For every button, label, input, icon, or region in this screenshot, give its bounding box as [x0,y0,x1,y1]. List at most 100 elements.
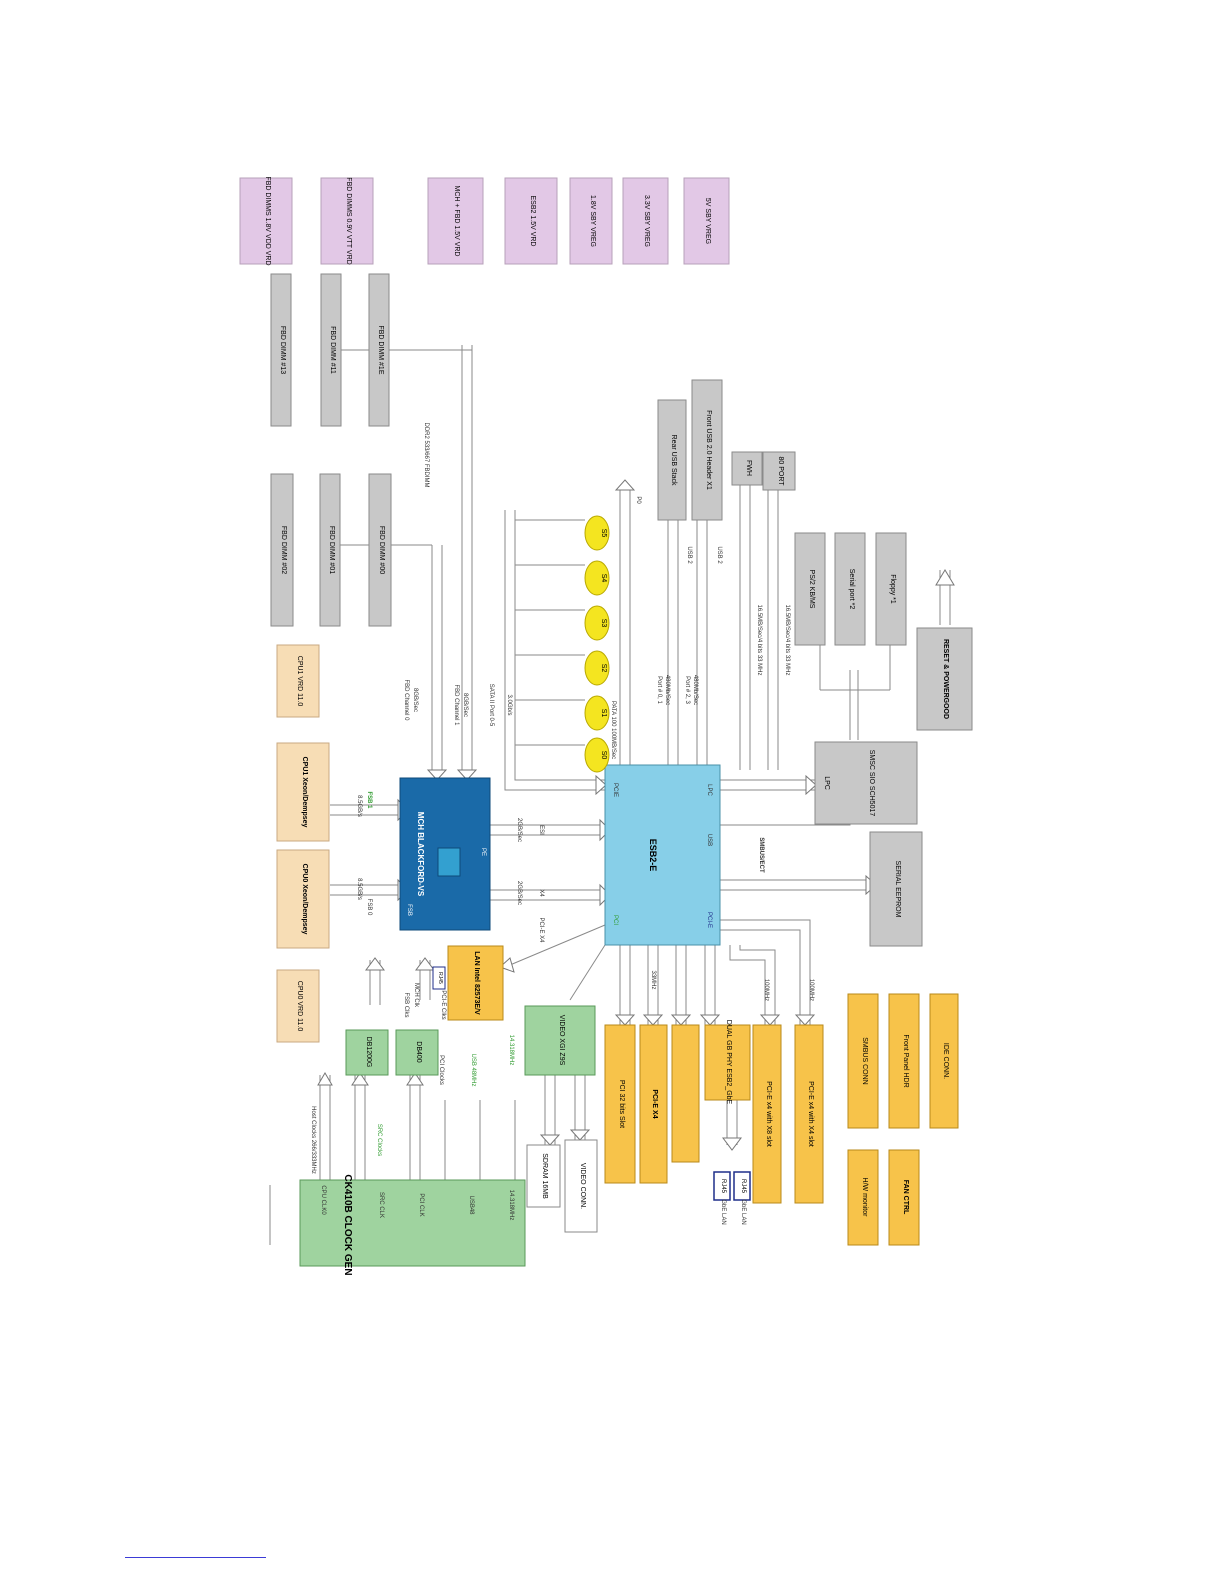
arrow-down-fbd0 [426,769,448,781]
vrd-5-label: 5V SBY VREG [704,198,711,244]
gbe-lan2-label: GbE LAN [740,1199,746,1224]
sata-s5-connector[interactable] [584,515,610,551]
clock-gen-label: CK410B CLOCK GEN [342,1174,353,1275]
rear-usb-label: Rear USB Stack [670,435,677,486]
rj45-c-label: RJ45 [740,1179,746,1194]
clk-pci-label: PCI Clocks [438,1055,444,1085]
sata-s4-connector[interactable] [584,560,610,596]
pcie-x4a-box: PCI-E X4 [639,1024,668,1184]
fwh-label: FWH [745,460,752,476]
clk-ref-label: 14.318MHz [508,1035,514,1066]
lpc-bus2-label: 16.5MB/Sec/4 bits 33 MHz [784,604,790,675]
esi-label: ESI [538,825,544,835]
hwmon-box: H/W monitor [847,1149,879,1246]
vrd-fbd1-box: FBD DIMMS 1.8V VDD VRD [239,176,293,266]
dual-lan-box: DUAL GB PHY ESB2_GbE [704,1020,751,1105]
rj45-b-box: RJ45 [713,1171,731,1201]
vrd-fbd2-box: FBD DIMMS 0.9V VTT VRD [320,177,374,265]
sata-s4-label: S4 [600,574,607,583]
dimm-11-box: FBD DIMM #11 [320,273,342,427]
db2-box: DB400 [395,1029,439,1076]
cpu1-box: CPU1 Xeon/Dempsey [276,742,330,842]
ide-box: IDE CONN. [929,993,959,1129]
port23-label: Port # 2, 3 [684,676,690,704]
arrow-down-pcie-x8 [759,1014,781,1026]
serial-box: Serial port *2 [834,532,866,646]
p0-label: P0 [635,496,641,504]
sdram-label: SDRAM 16MB [541,1153,548,1199]
usb2a-label: USB 2 [686,546,692,564]
sdram-box: SDRAM 16MB [526,1144,561,1208]
floppy-box: Floppy *1 [875,532,907,646]
port01-label: Port # 0, 1 [656,676,662,704]
clk-usb-label: USB 48MHz [470,1053,476,1086]
mch-pe-label: PE [480,848,486,856]
pcie-x8-box: PCI-E x4 with X8 slot [752,1024,782,1204]
cpu1-vrd-label: CPU1 VRD 11.0 [296,656,303,707]
db1-box: DB1200G [345,1029,389,1076]
serial-label: Serial port *2 [848,569,855,610]
sio-label: SMSC SIO SCH5017 [868,750,875,817]
fsb0-label: FSB 0 [366,899,372,916]
pcie100b-label: 100MHz [808,979,814,1001]
arrow-up-pata [614,479,636,491]
dimm-1e-label: FBD DIMM #1E [377,325,384,374]
bus-esb-pcie-x4-b [720,919,811,1025]
cpu0-vrd-box: CPU0 VRD 11.0 [276,969,320,1043]
front-usb-box: Front USB 2.0 Header X1 [691,379,723,521]
mch-clk-label: MCH Clk [413,983,419,1008]
dimm-02-label: FBD DIMM #02 [280,526,287,574]
mch-fsb-label: FSB [406,904,412,916]
port01-bw-label: 480Mb/Sec [664,675,670,705]
esb-lpc-label: LPC [706,784,712,796]
db2-label: DB400 [415,1041,422,1063]
sata-s2-connector[interactable] [584,650,610,686]
bus-esb-pcie-x4 [720,929,801,1025]
eeprom-label: SERIAL EEPROM [894,861,901,918]
arrow-down-fbd1 [456,769,478,781]
lan-label: LAN Intel 82573E/V [473,951,480,1015]
vrd-33-box: 3.3V SBY VREG [622,177,669,265]
esb-label: ESB2-E [648,839,658,872]
fwh-box: FWH [731,451,763,486]
clk-src-label: SRC Clocks [376,1124,382,1156]
cpu0-vrd-label: CPU0 VRD 11.0 [296,981,303,1032]
dimm-11-label: FBD DIMM #11 [329,326,336,374]
pcie-x4-bus-label: PCI-E X4 [538,917,544,943]
esb-usb-label: USB [706,834,712,846]
cpu-clk-label: CPU CLK0 [320,1185,326,1215]
sata-s0-label: S0 [600,751,607,760]
bus-esb-pcie-x8-b [739,945,776,1025]
blank-slot-box [671,1024,700,1163]
vconn-label: VIDEO CONN. [579,1163,586,1209]
arrow-down-sdram [539,1134,561,1146]
bus-esb-pcie-x8 [729,945,766,1025]
vrd-fbd2-label: FBD DIMMS 0.9V VTT VRD [345,177,352,264]
fbd-ch1-bw-label: 8GB/Sec [462,693,468,717]
bus-sata-b [504,510,605,791]
cpu0-box: CPU0 Xeon/Dempsey [276,849,330,949]
pciclk-label: PCI CLK [418,1193,424,1216]
video-label: VIDEO XGI Z9S [558,1015,565,1066]
clk-host-label: Host Clocks 266/333MHz [310,1106,316,1174]
sata-bw-label: 3.0Gb/s [506,694,512,715]
rj45-lan-box: RJ45 [432,966,446,990]
sata-s0-connector[interactable] [584,737,610,773]
arrow-down-duallan [699,1014,721,1026]
dimm-00-label: FBD DIMM #00 [378,526,385,574]
fbd-ch1-label: FBD Channel 1 [453,684,459,726]
sata-s1-connector[interactable] [584,695,610,731]
sata-s3-connector[interactable] [584,605,610,641]
pcie-x4-label: PCI-E x4 with X4 slot [807,1081,814,1147]
reset-box: RESET & POWERGOOD [916,627,973,731]
arrow-down-pcie-x4a [642,1014,664,1026]
smbus-box: SMBUS CONN [847,993,879,1129]
vrd-fbd1-label: FBD DIMMS 1.8V VDD VRD [264,176,271,265]
pci-slot-label: PCI 32 bits Slot [618,1080,625,1128]
bus-esb-video [569,944,606,1001]
ps2-label: PS/2 KB/MS [808,570,815,609]
port80-label: 80 PORT [777,456,784,486]
clock-gen-box: CK410B CLOCK GEN [299,1174,526,1276]
arrow-down-pcie-x4 [794,1014,816,1026]
vrd-esb-box: ESB2 1.5V VRD [504,177,558,265]
